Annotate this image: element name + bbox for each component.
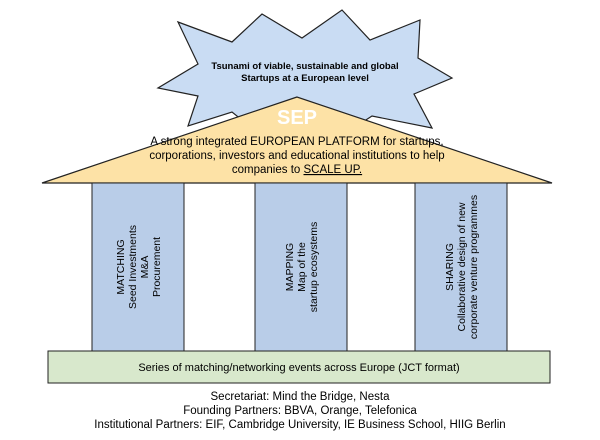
footer-secretariat: Secretariat: Mind the Bridge, Nesta	[211, 391, 391, 403]
star-text-line2: Startups at a European level	[241, 73, 369, 84]
pillar-sharing-line2: Collaborative design of new	[456, 202, 468, 331]
pillar-matching: MATCHING Seed Investments M&A Procuremen…	[91, 182, 185, 352]
pillar-matching-line1: MATCHING	[115, 239, 127, 294]
pillar-matching-line2: Seed Investments	[127, 225, 139, 309]
pillar-matching-line4: Procurement	[151, 237, 163, 297]
roof-title: SEP	[277, 107, 317, 129]
pillar-sharing: SHARING Collaborative design of new corp…	[414, 182, 508, 352]
base-bar	[47, 350, 551, 384]
roof-text-line1: A strong integrated EUROPEAN PLATFORM fo…	[150, 136, 443, 148]
footer-institutional-partners: Institutional Partners: EIF, Cambridge U…	[94, 419, 505, 431]
pillar-mapping-line3: startup ecosystems	[308, 222, 320, 312]
star-burst-shape	[156, 9, 454, 139]
pillar-sharing-line3: corporate venture programmes	[468, 195, 480, 339]
pillar-mapping-line2: Map of the	[296, 242, 308, 292]
roof-text-scale-up: SCALE UP.	[304, 164, 363, 176]
roof-text-line2: corporations, investors and educational …	[149, 150, 444, 162]
roof-text-line3-pre: companies to	[232, 164, 304, 176]
star-text-line1: Tsunami of viable, sustainable and globa…	[211, 61, 398, 72]
pillar-mapping: MAPPING Map of the startup ecosystems	[254, 182, 348, 352]
roof-text-line3: companies to SCALE UP.	[232, 164, 362, 176]
pillar-matching-line3: M&A	[139, 256, 151, 279]
pillar-mapping-line1: MAPPING	[284, 243, 296, 291]
footer-founding-partners: Founding Partners: BBVA, Orange, Telefon…	[183, 405, 417, 417]
base-label: Series of matching/networking events acr…	[138, 362, 459, 374]
pillar-sharing-line1: SHARING	[444, 243, 456, 291]
